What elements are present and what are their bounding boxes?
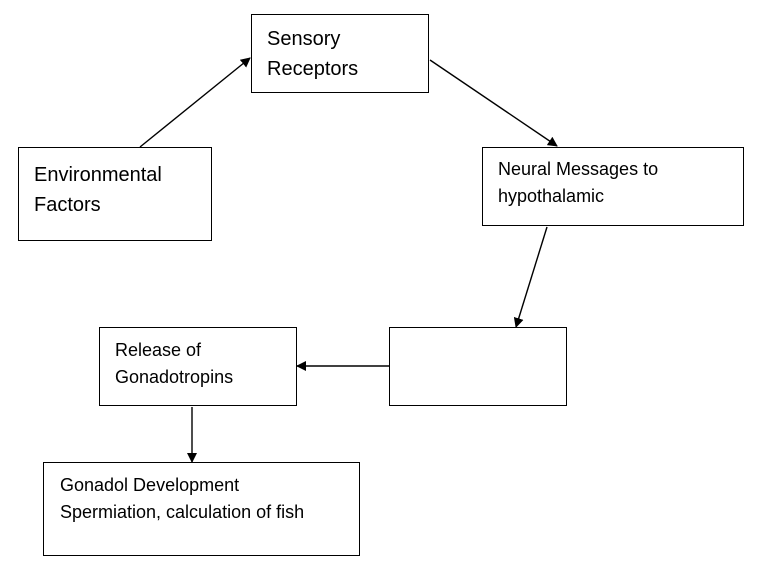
arrow-sensory-to-neural [429, 59, 558, 147]
sensory-receptors-label: Sensory Receptors [267, 28, 359, 80]
neural-messages-box: Neural Messages to hypothalamic [482, 147, 744, 226]
sensory-receptors-box: Sensory Receptors [251, 14, 429, 93]
gonadol-development-label: Gonadol Development Spermiation, calcula… [60, 475, 305, 522]
gonadol-development-box: Gonadol Development Spermiation, calcula… [43, 462, 360, 556]
empty-box [389, 327, 567, 406]
neural-messages-label: Neural Messages to hypothalamic [498, 159, 659, 206]
environmental-factors-box: Environmental Factors [18, 147, 212, 241]
arrow-neural-to-empty-box [513, 226, 548, 328]
arrow-environmental-to-sensory [139, 57, 251, 148]
release-gonadotropins-box: Release of Gonadotropins [99, 327, 297, 406]
environmental-factors-label: Environmental Factors [34, 164, 162, 216]
release-gonadotropins-label: Release of Gonadotropins [115, 340, 234, 387]
